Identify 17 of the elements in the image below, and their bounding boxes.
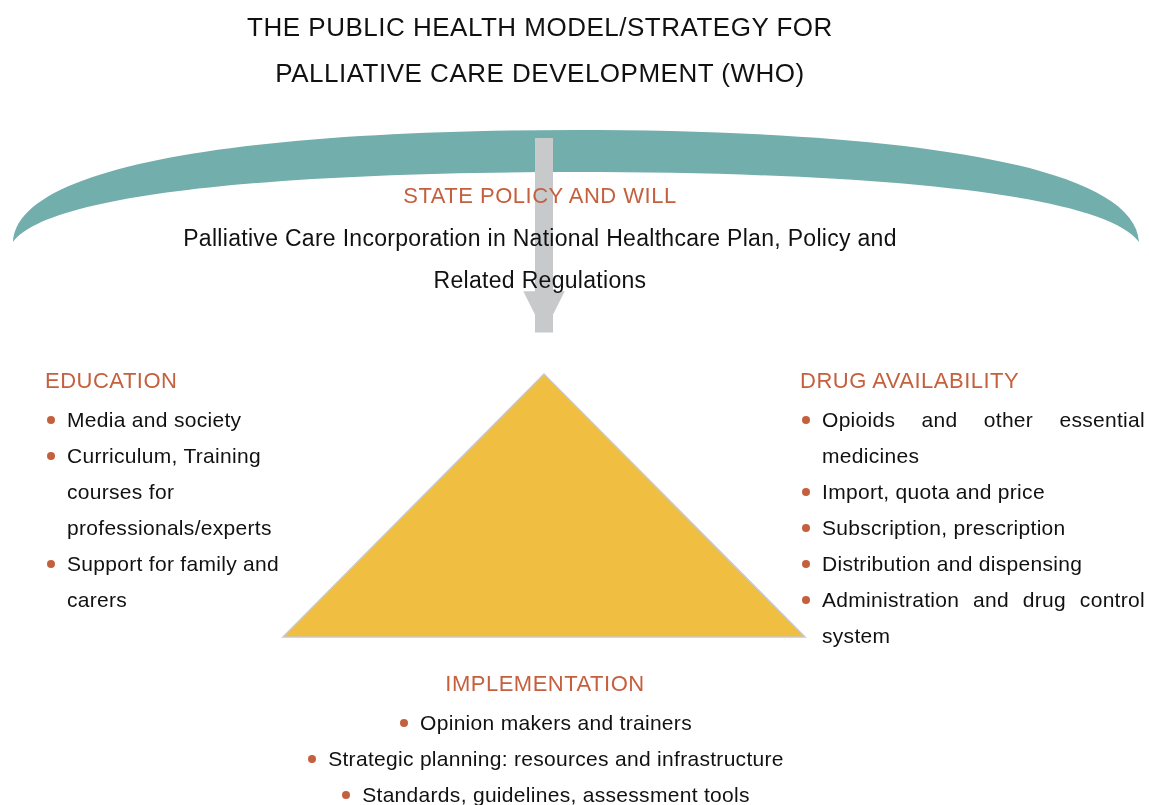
bullet-item: Curriculum, Training courses for professionals/experts [45, 438, 317, 546]
section-heading: EDUCATION [45, 368, 179, 394]
section-heading: IMPLEMENTATION [444, 671, 646, 697]
bullet-item: Media and society [45, 402, 317, 438]
section-heading: DRUG AVAILABILITY [800, 368, 1021, 394]
bullet-item: Strategic planning: resources and infrastructure [306, 741, 784, 777]
arrow [523, 138, 565, 333]
bullet-item: Import, quota and price [800, 474, 1145, 510]
diagram-title: THE PUBLIC HEALTH MODEL/STRATEGY FOR PALLIATIVE CARE DEVELOPMENT (WHO) [246, 11, 834, 90]
bullet-item: Opioids and other essential medicines [800, 402, 1145, 474]
bullet-item: Administration and drug control system [800, 582, 1145, 654]
section-heading: STATE POLICY AND WILL [402, 183, 678, 209]
bullet-item: Opinion makers and trainers [398, 705, 692, 741]
bullet-item: Distribution and dispensing [800, 546, 1145, 582]
policy-text: Palliative Care Incorporation in National Healthcare Plan, Policy and Related Regulations [182, 224, 898, 295]
bullet-item: Subscription, prescription [800, 510, 1145, 546]
bullet-item: Support for family and carers [45, 546, 317, 618]
